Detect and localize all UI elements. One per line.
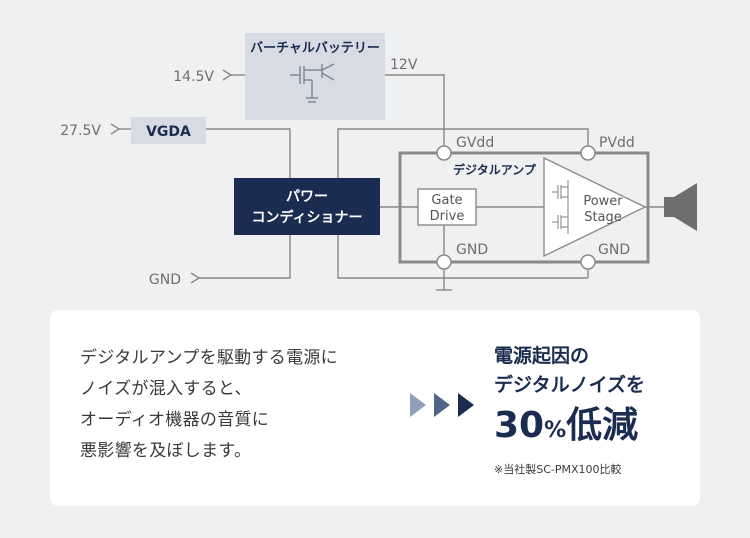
vgda-box (131, 117, 206, 144)
description-line: オーディオ機器の音質に (80, 410, 270, 430)
gate-drive-label-1: Gate (431, 193, 462, 208)
transistor-icon (290, 63, 335, 103)
description-line: デジタルアンプを駆動する電源に (80, 348, 338, 368)
reduction-number: 30 (494, 405, 545, 446)
input-arrow-gnd (190, 272, 201, 284)
voltage-14-5v-label: 14.5V (173, 69, 214, 85)
vgda-label: VGDA (146, 124, 191, 140)
power-conditioner-box (234, 178, 380, 235)
digital-amp-label: デジタルアンプ (453, 162, 537, 177)
triple-arrow-icon (410, 393, 474, 417)
wires (119, 74, 664, 291)
result-headline-1: 電源起因の (494, 345, 590, 367)
description-line: 悪影響を及ぼします。 (80, 441, 252, 461)
description-line: ノイズが混入すると、 (80, 379, 252, 399)
gate-drive-label-2: Drive (430, 209, 465, 224)
reduction-figure: 30%低減 (494, 402, 645, 455)
power-conditioner-label-2: コンディショナー (251, 209, 362, 226)
virtual-battery-box (245, 33, 385, 120)
result-block: 電源起因の デジタルノイズを 30%低減 ※当社製SC-PMX100比較 (494, 342, 645, 477)
pvdd-node (580, 145, 596, 161)
gate-drive-box (417, 188, 477, 226)
result-headline-2: デジタルノイズを (494, 374, 646, 396)
circuit-diagram: バーチャルバッテリー 14.5V 12V 27.5V GND VGDA パワー … (60, 33, 697, 291)
gnd-label-gate: GND (456, 242, 488, 258)
info-card: デジタルアンプを駆動する電源に ノイズが混入すると、 オーディオ機器の音質に 悪… (50, 310, 700, 506)
virtual-battery-label: バーチャルバッテリー (250, 41, 380, 56)
voltage-12v-label: 12V (390, 57, 418, 73)
gnd-node-gate (436, 254, 452, 270)
gnd-label-stage: GND (598, 242, 630, 258)
power-stage-triangle (543, 156, 647, 258)
reduction-suffix: 低減 (566, 405, 639, 446)
input-arrow-14-5v (222, 69, 233, 81)
speaker-icon (664, 183, 697, 231)
reduction-percent: % (544, 418, 567, 443)
digital-amp-box (398, 151, 650, 264)
description-text: デジタルアンプを駆動する電源に ノイズが混入すると、 オーディオ機器の音質に 悪… (80, 343, 410, 467)
voltage-27-5v-label: 27.5V (60, 123, 101, 139)
pvdd-label: PVdd (599, 135, 635, 151)
comparison-note: ※当社製SC-PMX100比較 (494, 463, 622, 476)
gnd-input-label: GND (149, 272, 181, 288)
power-stage-label-1: Power (583, 194, 623, 209)
mosfet-icon (552, 180, 569, 234)
gnd-node-stage (580, 254, 596, 270)
power-conditioner-label-1: パワー (286, 189, 328, 205)
gvdd-label: GVdd (456, 135, 494, 151)
power-stage-label-2: Stage (584, 210, 622, 225)
gvdd-node (436, 145, 452, 161)
input-arrow-27-5v (110, 123, 121, 135)
